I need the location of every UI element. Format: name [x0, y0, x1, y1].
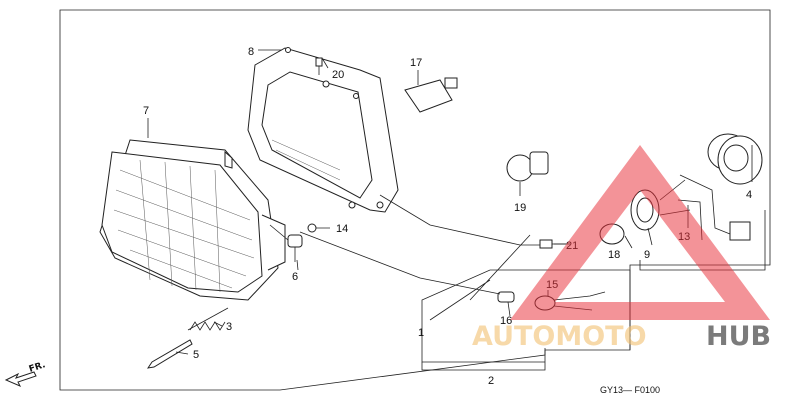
diagram-frame	[59, 9, 771, 391]
headlight-case	[247, 47, 399, 213]
watermark-logo: AUTOMOTO HUB	[472, 145, 771, 352]
callout-7: 7	[143, 105, 149, 117]
assembly-bracket-2	[421, 348, 546, 371]
callout-6: 6	[292, 271, 298, 283]
callout-18: 18	[608, 249, 620, 261]
diagram-code: GY13— F0100	[600, 385, 660, 395]
grommet-14	[307, 223, 317, 233]
front-marker-label: FR.	[28, 360, 47, 375]
callout-9: 9	[644, 249, 650, 261]
callout-14: 14	[336, 223, 348, 235]
callout-5: 5	[193, 349, 199, 361]
screw-5	[146, 339, 193, 369]
headlight-lens-unit	[99, 139, 286, 301]
harness-13	[677, 174, 751, 241]
bulb-19	[506, 151, 549, 182]
watermark-triangle-icon	[510, 145, 770, 320]
callout-17: 17	[410, 57, 422, 69]
bulb-17	[404, 77, 458, 113]
callout-20: 20	[332, 69, 344, 81]
callout-19: 19	[514, 202, 526, 214]
clip-6	[287, 234, 303, 262]
front-arrow-icon: FR.	[4, 360, 47, 387]
callout-3: 3	[226, 321, 232, 333]
callout-2: 2	[488, 375, 494, 387]
boot-4	[707, 133, 763, 185]
screw-20	[315, 57, 323, 75]
bulb-16	[497, 291, 515, 303]
spring-3	[187, 307, 229, 331]
callout-8: 8	[248, 46, 254, 58]
callout-4: 4	[746, 189, 752, 201]
assembly-lines	[269, 194, 766, 321]
callout-1: 1	[418, 327, 424, 339]
watermark-text-part-a: AUTOMOTO	[472, 321, 647, 352]
watermark-text-part-b: HUB	[706, 321, 771, 352]
callout-16: 16	[500, 315, 512, 327]
